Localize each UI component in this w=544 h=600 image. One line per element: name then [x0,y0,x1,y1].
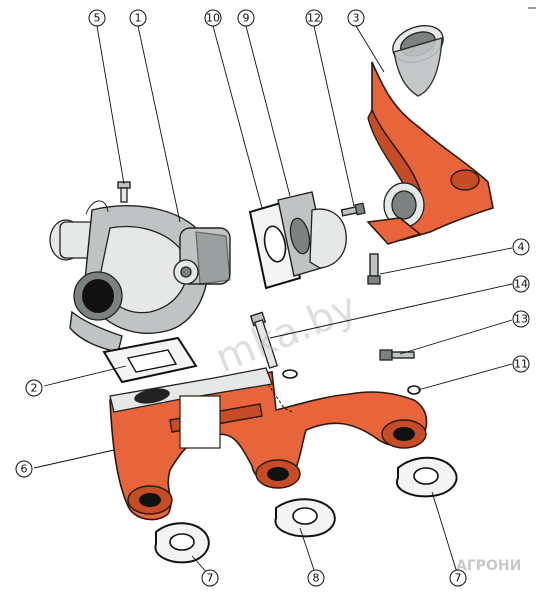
callout-13: 13 [512,310,530,328]
callout-12-label: 12 [307,12,321,25]
adapter-flange [277,191,347,277]
callout-13-label: 13 [514,313,528,326]
bolt-5 [117,181,131,203]
turbocharger [49,200,231,353]
watermark-text: mka.by [209,284,363,382]
callout-8-label: 8 [313,572,320,585]
callout-12: 12 [305,9,323,27]
callout-3: 3 [347,9,365,27]
callout-5-label: 5 [94,12,101,25]
callout-10-label: 10 [206,12,220,25]
callout-2-label: 2 [31,382,38,395]
callout-1: 1 [129,9,147,27]
bolt-12 [340,202,366,217]
callout-10: 10 [204,9,222,27]
exhaust-manifold [109,367,428,521]
port-gasket-left [154,522,210,564]
callout-14-label: 14 [514,278,528,291]
brand-logo: АГРОНИ [456,558,521,574]
callout-6-label: 6 [21,463,28,476]
callout-4-label: 4 [518,241,525,254]
callout-7-left: 7 [201,569,219,587]
outlet-elbow-pipe [366,25,494,245]
callout-5: 5 [88,9,106,27]
callout-7-left-label: 7 [207,572,214,585]
stud-4 [367,253,381,285]
washer-11 [407,385,421,395]
bolt-13 [379,349,415,361]
callout-9: 9 [237,9,255,27]
brand-logo-text: АГРОНИ [456,558,521,574]
callout-2: 2 [25,379,43,397]
port-gasket-right [395,456,458,498]
callout-4: 4 [512,238,530,256]
port-gasket-center [274,498,336,538]
callout-9-label: 9 [243,12,250,25]
callout-11-label: 11 [514,358,528,371]
callout-11: 11 [512,355,530,373]
callout-7-right: 7 [449,569,467,587]
turbo-gasket [102,336,198,384]
callout-7-right-label: 7 [455,572,462,585]
callout-1-label: 1 [135,12,142,25]
callout-14: 14 [512,275,530,293]
long-stud-14 [249,311,298,379]
callout-8: 8 [307,569,325,587]
callout-3-label: 3 [353,12,360,25]
callouts: 5 1 10 9 12 3 4 14 13 11 2 6 7 8 7 [15,9,530,587]
callout-6: 6 [15,460,33,478]
leader-lines [33,25,513,577]
